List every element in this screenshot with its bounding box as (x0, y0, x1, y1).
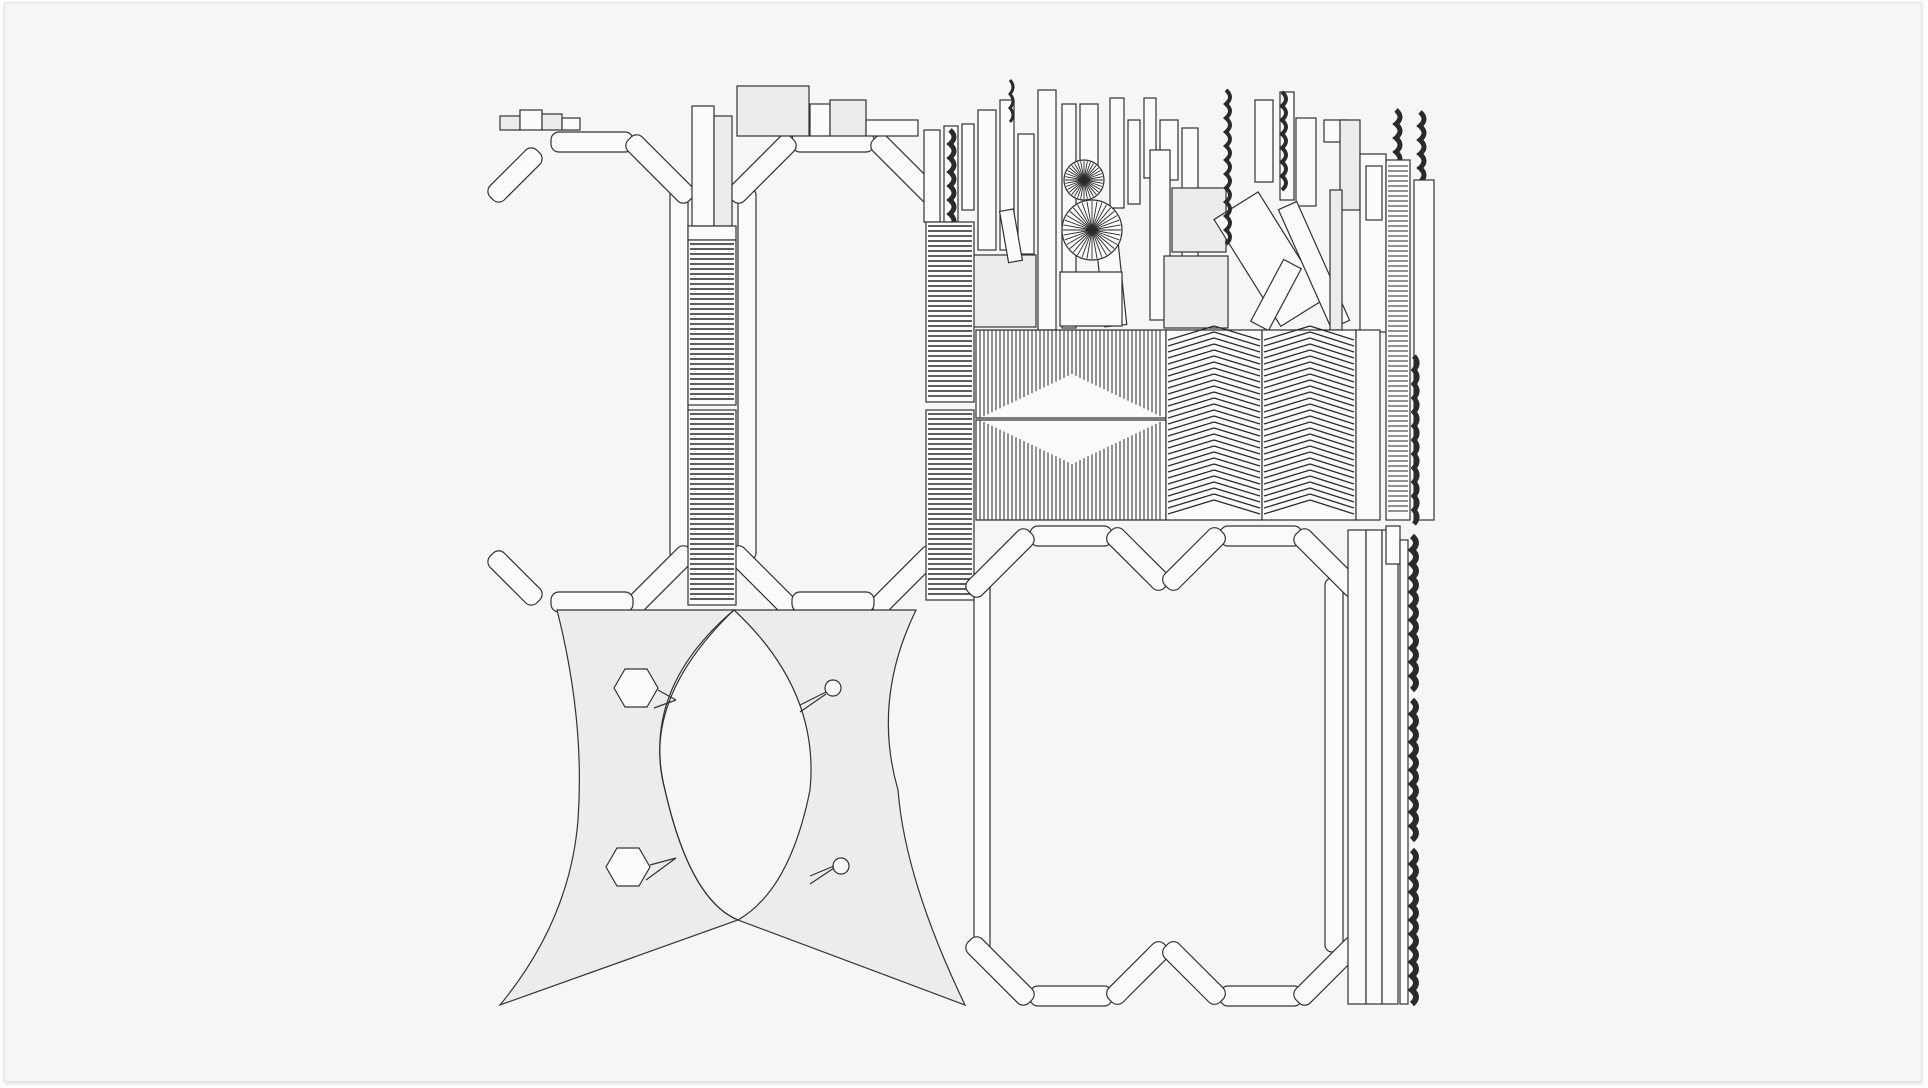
center-top-cluster (923, 79, 1427, 333)
center-striped-blocks (925, 159, 1435, 601)
octagon-frame-lower (965, 525, 1363, 1007)
frame-a-left (487, 109, 695, 615)
frame-b-left (727, 85, 940, 615)
right-vertical-strips (1347, 354, 1420, 1007)
lower-shield-panels (498, 609, 967, 1007)
striped-strip-left (687, 105, 737, 606)
